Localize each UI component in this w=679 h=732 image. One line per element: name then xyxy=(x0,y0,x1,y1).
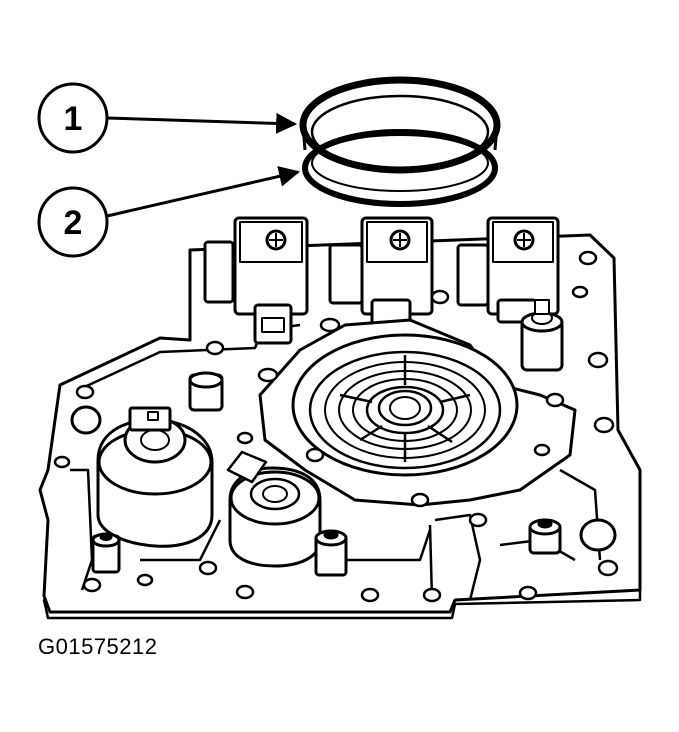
seal-ring-upper xyxy=(299,76,501,174)
far-left-post xyxy=(91,532,121,574)
left-accumulator xyxy=(96,406,214,548)
left-post xyxy=(188,371,224,412)
plugs xyxy=(70,405,617,552)
seal-ring-lower xyxy=(302,129,498,207)
callout-1-number: 1 xyxy=(64,100,83,138)
callout-2-number: 2 xyxy=(64,204,83,242)
bottom-right-fitting xyxy=(528,518,562,555)
bottom-left-post xyxy=(314,529,348,577)
bolt-holes xyxy=(53,250,619,603)
callout-2: 2 xyxy=(37,166,301,258)
right-fitting xyxy=(520,299,564,372)
solenoid-left xyxy=(203,216,309,345)
central-boss xyxy=(258,318,577,507)
callout-1: 1 xyxy=(37,82,298,154)
figure-code: G01575212 xyxy=(38,634,158,659)
